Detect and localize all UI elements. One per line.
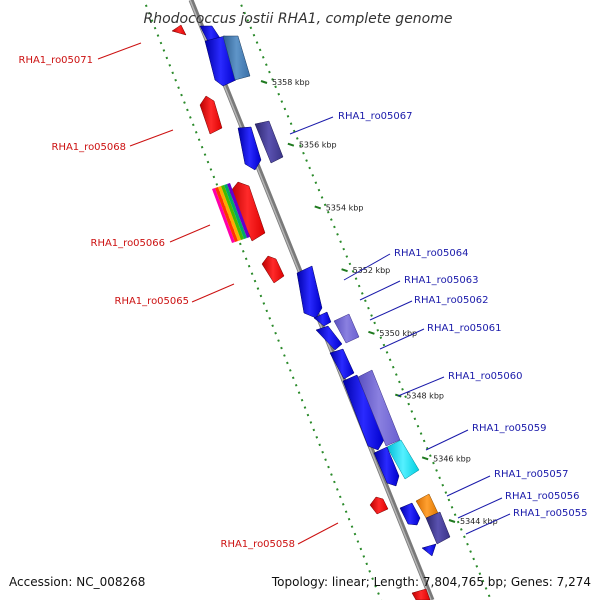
gene-arrow-ro05058[interactable] — [369, 496, 389, 515]
label-ro05063[interactable]: RHA1_ro05063 — [404, 275, 479, 286]
gene-arrow-ro05063[interactable] — [313, 311, 332, 327]
gene-arrow-ro05071[interactable] — [171, 24, 187, 36]
label-ro05056[interactable]: RHA1_ro05056 — [505, 491, 580, 502]
gene-arrow-ro05060-b[interactable] — [357, 369, 401, 447]
gene-arrow-ro05056[interactable] — [399, 502, 421, 526]
gene-arrow-ro05059-b[interactable] — [373, 446, 400, 487]
label-ro05066[interactable]: RHA1_ro05066 — [91, 238, 166, 249]
label-ro05057[interactable]: RHA1_ro05057 — [494, 469, 569, 480]
forward-strand-genes — [199, 25, 451, 557]
tick-label-2: 5354 kbp — [326, 203, 364, 212]
tick-label-1: 5356 kbp — [299, 141, 337, 150]
gene-arrow-ro05064[interactable] — [296, 265, 323, 319]
tick-mark-2 — [314, 205, 322, 210]
label-ro05068[interactable]: RHA1_ro05068 — [52, 142, 127, 153]
position-ticks: 5358 kbp 5356 kbp 5354 kbp 5352 kbp 5350 kbp… — [260, 78, 498, 526]
reverse-leader-lines — [97, 42, 339, 545]
tick-label-3: 5352 kbp — [353, 266, 391, 275]
gene-arrow-ro05067[interactable] — [237, 126, 262, 171]
gene-arrow-ro05060[interactable] — [342, 374, 385, 451]
gene-arrow-bottom-red[interactable] — [411, 588, 431, 600]
tick-mark-0 — [260, 80, 268, 84]
gene-arrow-ro05062[interactable] — [333, 313, 360, 344]
tick-label-7: 5344 kbp — [460, 517, 498, 526]
label-ro05055[interactable]: RHA1_ro05055 — [513, 508, 588, 519]
gene-arrow-ro05067-b[interactable] — [254, 120, 284, 164]
label-ro05067[interactable]: RHA1_ro05067 — [338, 111, 413, 122]
tick-mark-4 — [368, 330, 375, 335]
accession-text: Accession: NC_008268 — [9, 575, 145, 589]
tick-mark-6 — [421, 456, 429, 461]
reverse-strand-genes — [171, 24, 431, 600]
gene-arrow-ro05055[interactable] — [425, 511, 451, 545]
tick-mark-7 — [448, 519, 456, 523]
gene-stripes-ro05066[interactable] — [212, 183, 250, 243]
label-ro05062[interactable]: RHA1_ro05062 — [414, 295, 489, 306]
label-ro05065[interactable]: RHA1_ro05065 — [115, 296, 190, 307]
tick-mark-1 — [287, 142, 295, 147]
tick-label-5: 5348 kbp — [406, 392, 444, 401]
gene-arrow-bottom-a[interactable] — [421, 543, 437, 557]
label-ro05061[interactable]: RHA1_ro05061 — [427, 323, 502, 334]
tick-label-6: 5346 kbp — [433, 454, 471, 463]
topology-text: Topology: linear; Length: 7,804,765 bp; … — [271, 575, 591, 589]
label-ro05060[interactable]: RHA1_ro05060 — [448, 371, 523, 382]
gene-arrow-ro05068[interactable] — [199, 95, 223, 135]
forward-leader-lines — [289, 116, 511, 535]
gene-arrow-top-c[interactable] — [222, 35, 251, 81]
tick-mark-3 — [341, 268, 348, 273]
tick-label-4: 5350 kbp — [379, 329, 417, 338]
gene-arrow-ro05061[interactable] — [315, 325, 343, 351]
tick-label-0: 5358 kbp — [272, 78, 310, 87]
forward-gene-labels: RHA1_ro05067 RHA1_ro05064 RHA1_ro05063 R… — [338, 111, 588, 519]
map-title: Rhodococcus jostii RHA1, complete genome — [143, 11, 452, 27]
gene-arrow-ro05065[interactable] — [261, 255, 285, 284]
label-ro05064[interactable]: RHA1_ro05064 — [394, 248, 469, 259]
gene-arrow-top-b[interactable] — [204, 35, 237, 87]
gene-arrow-ro05059[interactable] — [386, 439, 420, 480]
gene-arrow-ro05060-a[interactable] — [329, 348, 355, 380]
label-ro05059[interactable]: RHA1_ro05059 — [472, 423, 547, 434]
label-ro05058[interactable]: RHA1_ro05058 — [221, 539, 296, 550]
reverse-gene-labels: RHA1_ro05071 RHA1_ro05068 RHA1_ro05066 R… — [19, 55, 296, 550]
label-ro05071[interactable]: RHA1_ro05071 — [19, 55, 94, 66]
